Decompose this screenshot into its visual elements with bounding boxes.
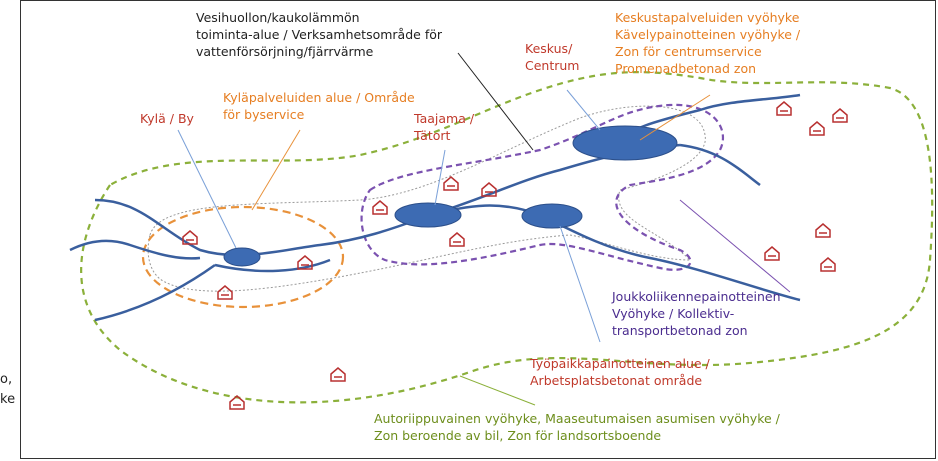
center-node: [572, 125, 678, 161]
house-icon: [481, 182, 497, 197]
water-service-area: [147, 105, 706, 292]
label-center: Keskus/ Centrum: [525, 41, 580, 73]
urban-node: [394, 202, 462, 228]
leader-water: [457, 52, 534, 151]
east-node: [521, 203, 583, 229]
leader-workplace: [559, 225, 601, 343]
diagram-border: [20, 0, 936, 459]
label-village-service: Kyläpalveluiden alue / Område för byserv…: [223, 90, 415, 122]
side-text-1: o,: [0, 372, 13, 387]
leader-village: [177, 129, 237, 249]
road-south: [214, 258, 331, 273]
leader-transit: [679, 199, 791, 293]
diagram-frame: [6, 0, 938, 461]
house-icon: [443, 176, 459, 191]
road-east: [679, 143, 761, 186]
house-icon: [182, 230, 198, 245]
house-icon: [820, 257, 836, 272]
label-workplace: Työpaikkapainotteinen alue / Arbetsplats…: [530, 356, 710, 388]
label-water-service: Vesihuollon/kaukolämmön toiminta-alue / …: [196, 10, 443, 59]
leader-village-area: [251, 129, 301, 211]
leader-center-zone: [639, 94, 711, 141]
house-icon: [297, 255, 313, 270]
house-icon: [776, 101, 792, 116]
road-center-south: [539, 213, 801, 302]
house-icon: [832, 108, 848, 123]
house-icon: [217, 285, 233, 300]
leader-center: [566, 89, 601, 131]
house-icon: [815, 223, 831, 238]
side-text-2: ke: [0, 392, 16, 407]
house-icon: [330, 367, 346, 382]
houses: [182, 101, 848, 410]
leader-car-zone: [459, 375, 536, 406]
label-village: Kylä / By: [140, 111, 194, 126]
village-service-area: [141, 205, 345, 309]
label-car-zone: Autoriippuvainen vyöhyke, Maaseutumaisen…: [374, 411, 780, 443]
house-icon: [372, 200, 388, 215]
road-south-west: [94, 263, 216, 322]
road-left-branch: [69, 239, 201, 260]
label-urban: Taajama / Tätort: [414, 111, 475, 143]
village-node: [223, 247, 261, 267]
label-center-zone: Keskustapalveluiden vyöhyke Kävelypainot…: [615, 10, 801, 76]
house-icon: [449, 232, 465, 247]
label-transit: Joukkoliikennepainotteinen Vyöhyke / Kol…: [612, 289, 781, 338]
main-road: [94, 143, 681, 257]
car-zone-outline: [80, 71, 934, 404]
house-icon: [229, 395, 245, 410]
house-icon: [764, 246, 780, 261]
leader-urban: [434, 149, 446, 206]
house-icon: [809, 121, 825, 136]
transit-zone-outline: [360, 103, 725, 271]
